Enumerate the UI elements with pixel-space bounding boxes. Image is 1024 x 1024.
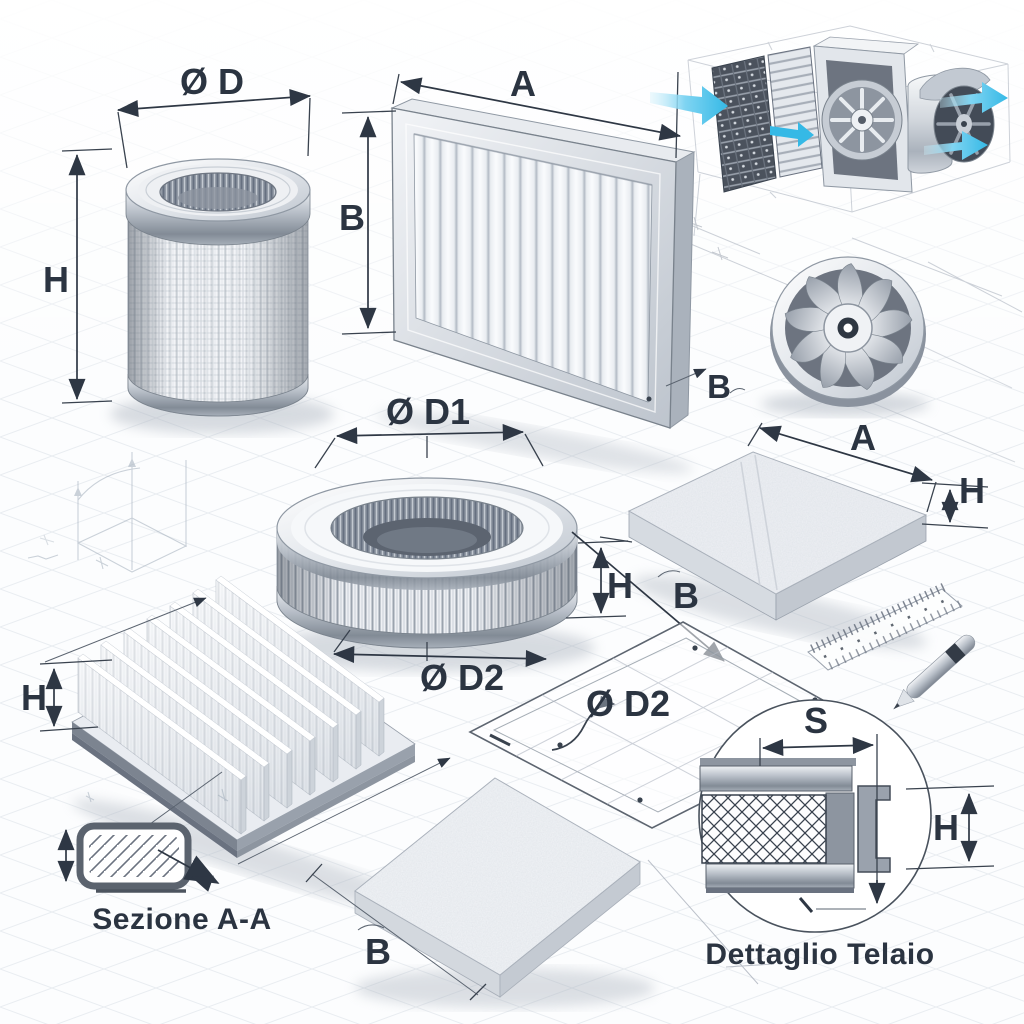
dim-detail-frame-thickness: S	[759, 700, 886, 913]
pencil-illustration	[893, 634, 976, 710]
frame-screw-dot	[646, 396, 652, 402]
dim-label-ring-inner-diameter: Ø D2	[420, 657, 504, 698]
motor-fan-blade	[919, 67, 991, 101]
sketch-panel-illustration: Ø D2	[468, 621, 864, 829]
dim-label-detail-thickness: S	[804, 700, 828, 741]
dim-panel-width: A	[392, 63, 682, 159]
dim-label-flat-panel-depth: B	[673, 575, 699, 616]
detail-frame-top-bar	[699, 765, 853, 792]
detail-media-crosshatch	[701, 794, 827, 864]
dim-flat-panel-width: A	[747, 417, 937, 513]
ahu-unit-illustration	[650, 25, 1011, 213]
construction-lines	[27, 173, 1023, 985]
dim-ring-outer-diameter: Ø D1	[314, 391, 544, 469]
dim-label-panel-width: A	[510, 63, 536, 104]
dim-ring-inner-diameter: Ø D2	[332, 629, 548, 698]
airflow-arrow-icon	[924, 131, 988, 160]
dim-label-pleated-height: H	[21, 677, 47, 718]
pleated-media-illustration: H	[21, 575, 451, 913]
filter-pad-illustration: B	[305, 777, 655, 1008]
pleat-walls	[77, 575, 385, 835]
dim-label-detail-height: H	[933, 807, 959, 848]
pencil-lead	[893, 703, 900, 710]
ahu-blower-wheel	[821, 79, 903, 161]
airflow-arrow-icon	[770, 122, 814, 147]
construction-lines-bottom	[647, 859, 775, 985]
pencil-grip-band	[945, 643, 966, 664]
pleated-bottom-dim-line	[237, 757, 451, 865]
dim-label-cylinder-height: H	[43, 259, 69, 300]
dim-label-cylinder-diameter: Ø D	[180, 61, 244, 102]
frame-detail-illustration: S H Dettaglio Telaio	[698, 699, 995, 971]
dim-label-ring-height: H	[607, 565, 633, 606]
dim-panel-height: B	[339, 110, 397, 335]
dim-label-flat-panel-width: A	[850, 417, 876, 458]
ahu-filter-grille	[711, 55, 777, 193]
tiny-annotation-scribble	[217, 788, 229, 802]
construction-lines-ahu	[663, 173, 1023, 463]
dim-label-ring-outer-diameter: Ø D1	[386, 391, 470, 432]
dim-label-sketch-diameter: Ø D2	[586, 683, 670, 724]
dim-pleated-height: H	[21, 659, 113, 732]
ruler-illustration	[807, 582, 963, 671]
ruler-ticks-bottom	[828, 600, 962, 670]
dim-cylinder-height: H	[43, 148, 113, 404]
dim-cylinder-diameter: Ø D	[116, 61, 312, 169]
dim-label-pad-depth: B	[365, 931, 391, 972]
detail-frame-bottom-bar	[705, 863, 855, 889]
section-media-hatch	[89, 835, 179, 877]
flat-panel-illustration: A H B	[571, 417, 989, 662]
dim-label-flat-panel-thickness: H	[959, 470, 985, 511]
detail-channel-profile	[857, 785, 891, 873]
dim-flat-panel-thickness: H	[921, 470, 989, 529]
section-aa-illustration: Sezione A-A	[57, 771, 271, 936]
cylindrical-filter-illustration: Ø D H	[43, 61, 334, 434]
ahu-pleated-filter	[767, 46, 823, 178]
airflow-arrow-icon	[650, 86, 728, 125]
dim-label-panel-depth: B	[707, 368, 731, 405]
airflow-arrow-icon	[940, 82, 1008, 113]
pleated-extension-line	[44, 597, 207, 663]
section-caption: Sezione A-A	[92, 903, 271, 936]
isometric-sketch-cube	[27, 452, 188, 573]
dim-panel-depth: B	[665, 368, 746, 405]
ring-filter-illustration: Ø D1 Ø D2 H	[265, 391, 633, 698]
dim-detail-height: H	[905, 785, 995, 870]
detail-caption: Dettaglio Telaio	[705, 938, 934, 971]
fan-impeller-illustration	[761, 256, 929, 416]
ruler-ticks-top	[810, 582, 946, 654]
dim-label-panel-height: B	[339, 197, 365, 238]
sketch-leader-curve	[551, 695, 616, 751]
dim-pad-depth: B	[305, 863, 487, 1001]
